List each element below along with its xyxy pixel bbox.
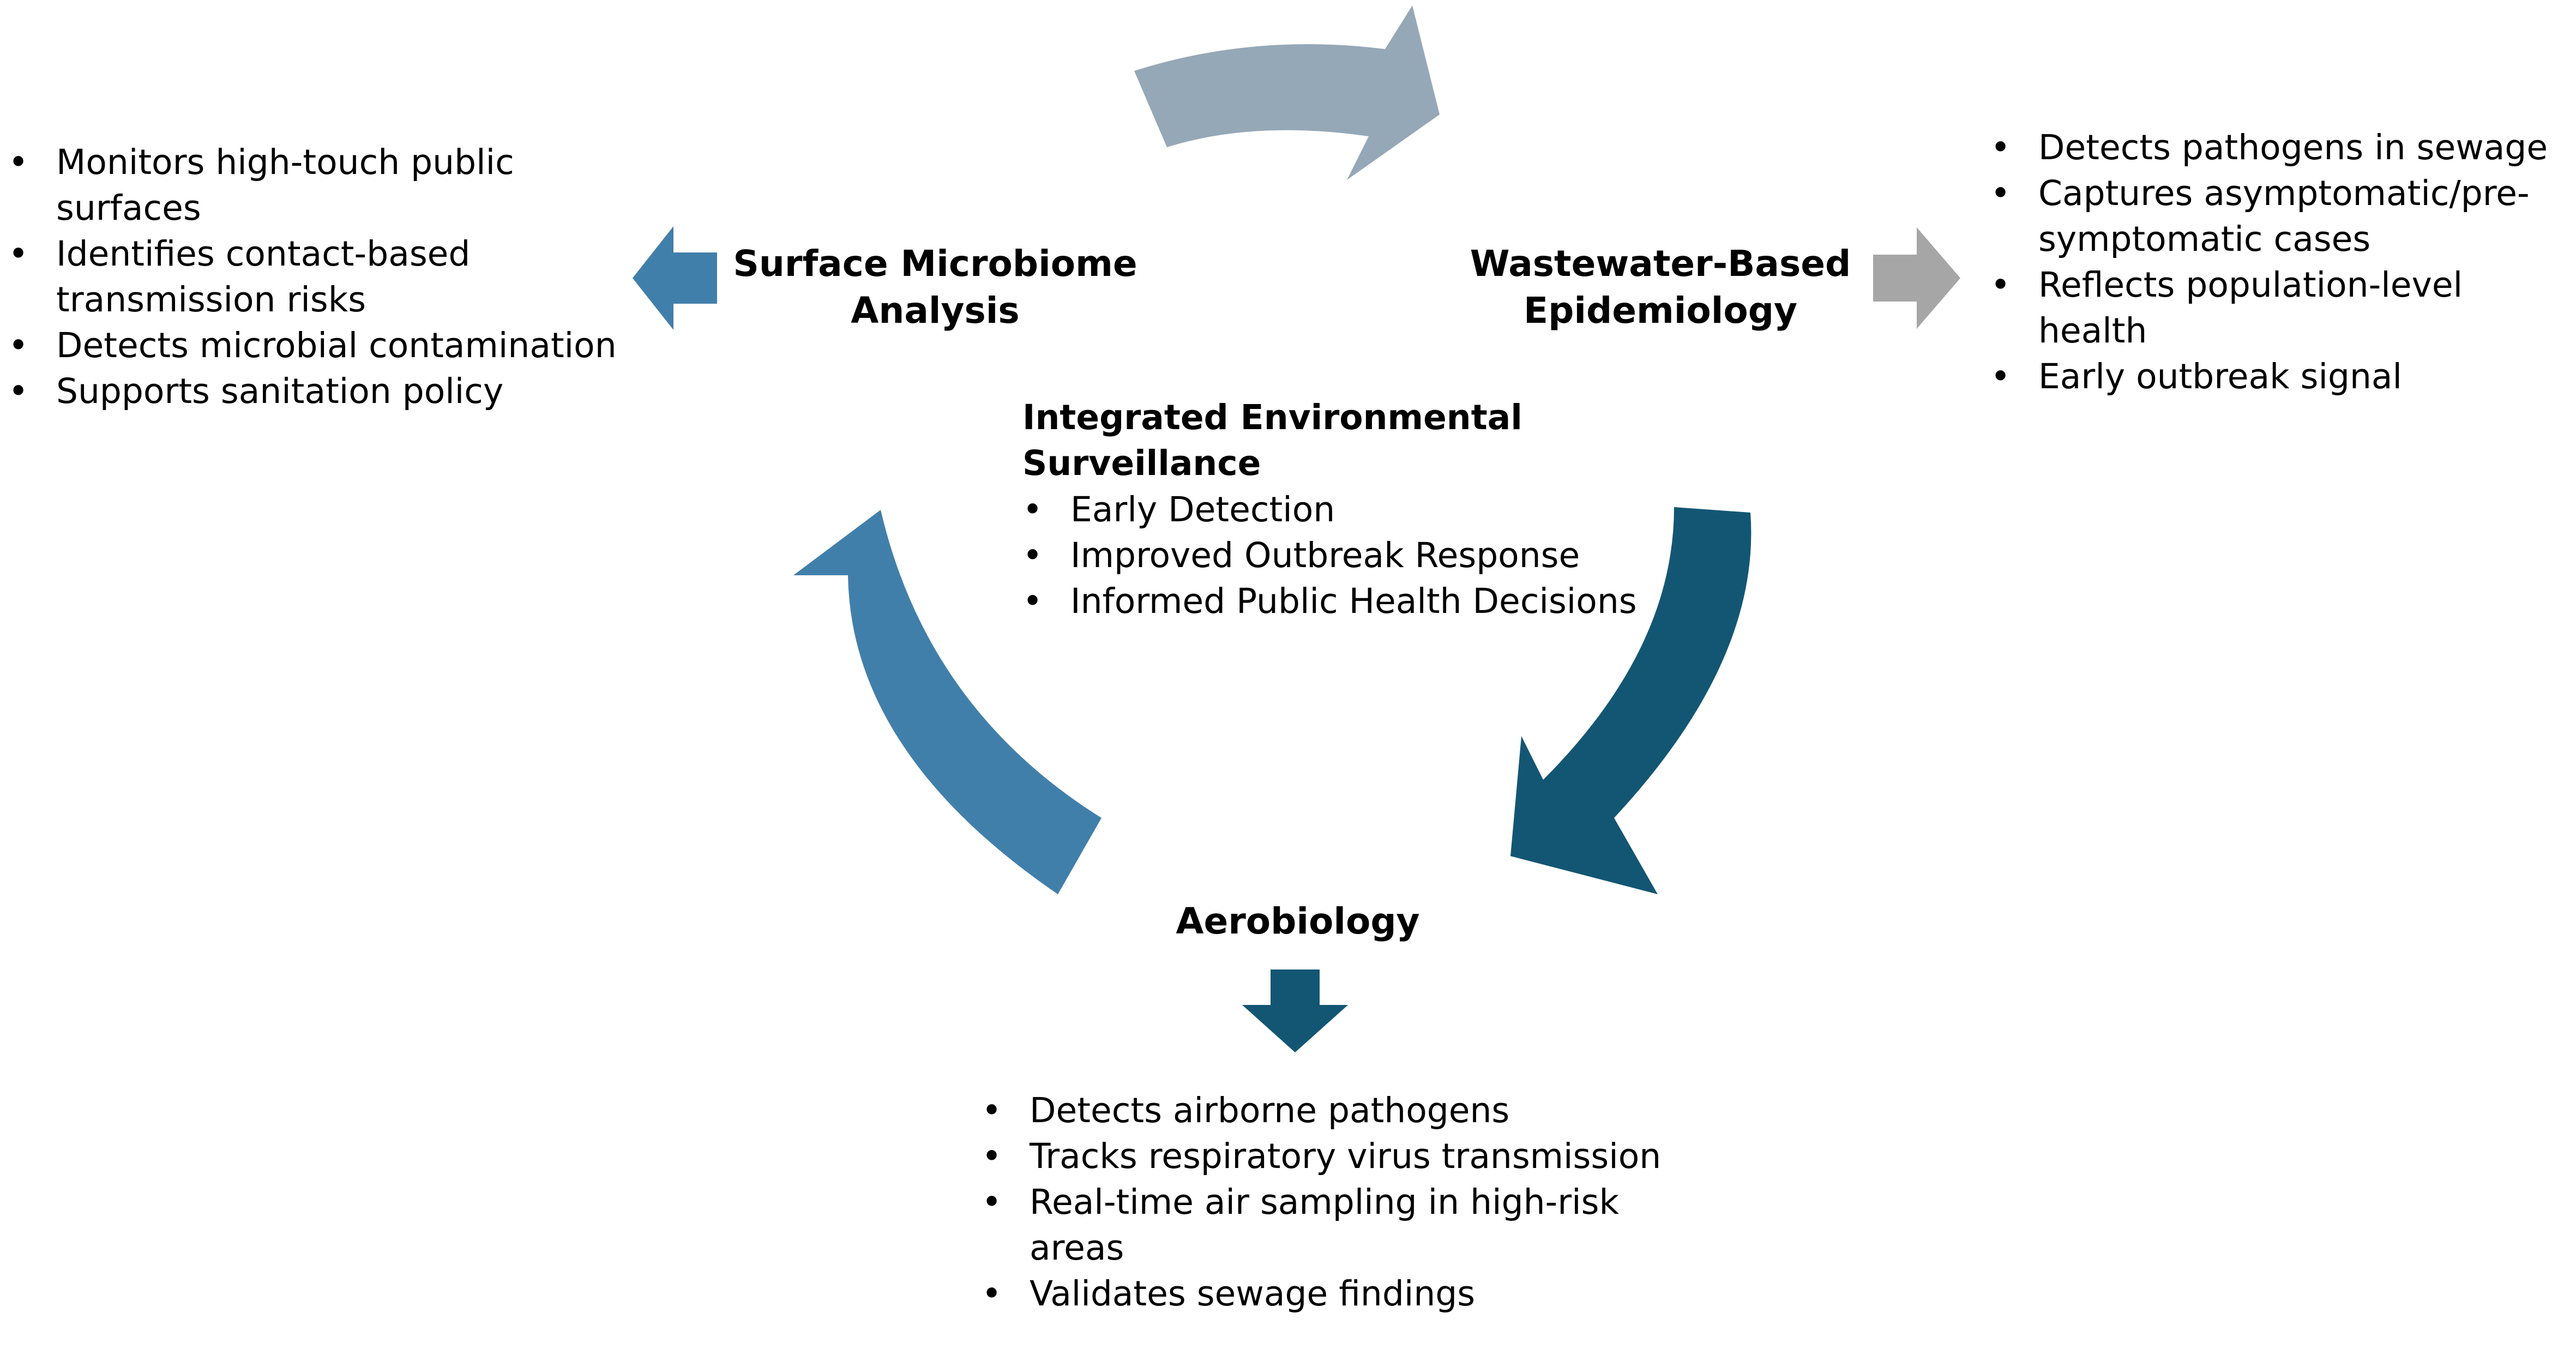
- pointer-arrow-surface: [633, 226, 717, 330]
- list-item: Detects pathogens in sewage: [1990, 125, 2574, 171]
- list-item: Validates sewage findings: [982, 1271, 1685, 1317]
- list-item: Monitors high-touch public surfaces: [8, 140, 641, 231]
- list-item: Real-time air sampling in high-risk area…: [982, 1179, 1685, 1271]
- integrated-surveillance-bullets: Early Detection Improved Outbreak Respon…: [1022, 487, 1731, 624]
- list-item: Improved Outbreak Response: [1022, 533, 1731, 579]
- list-item: Detects airborne pathogens: [982, 1088, 1685, 1134]
- list-item: Early outbreak signal: [1990, 354, 2574, 400]
- cycle-arrow-top: [1134, 5, 1440, 180]
- list-item: Detects microbial contamination: [8, 323, 641, 369]
- list-item: Tracks respiratory virus transmission: [982, 1134, 1685, 1179]
- integrated-surveillance-title: Integrated Environmental Surveillance: [1022, 398, 1522, 483]
- list-item: Supports sanitation policy: [8, 369, 641, 414]
- wastewater-epidemiology-title: Wastewater-Based Epidemiology: [1470, 243, 1851, 332]
- cycle-arrow-left: [793, 510, 1102, 894]
- list-item: Captures asymptomatic/pre-symptomatic ca…: [1990, 171, 2574, 262]
- pointer-arrow-aerobiology: [1242, 969, 1348, 1052]
- surface-microbiome-title: Surface Microbiome Analysis: [733, 243, 1137, 332]
- pointer-arrow-wastewater: [1873, 227, 1960, 329]
- wastewater-epidemiology-bullets: Detects pathogens in sewage Captures asy…: [1990, 125, 2574, 400]
- aerobiology-bullets: Detects airborne pathogens Tracks respir…: [982, 1088, 1685, 1317]
- list-item: Informed Public Health Decisions: [1022, 579, 1731, 624]
- surface-microbiome-bullets: Monitors high-touch public surfaces Iden…: [8, 140, 641, 414]
- list-item: Reflects population-level health: [1990, 262, 2574, 354]
- list-item: Identifies contact-based transmission ri…: [8, 231, 641, 323]
- aerobiology-title: Aerobiology: [1176, 900, 1420, 942]
- list-item: Early Detection: [1022, 487, 1731, 533]
